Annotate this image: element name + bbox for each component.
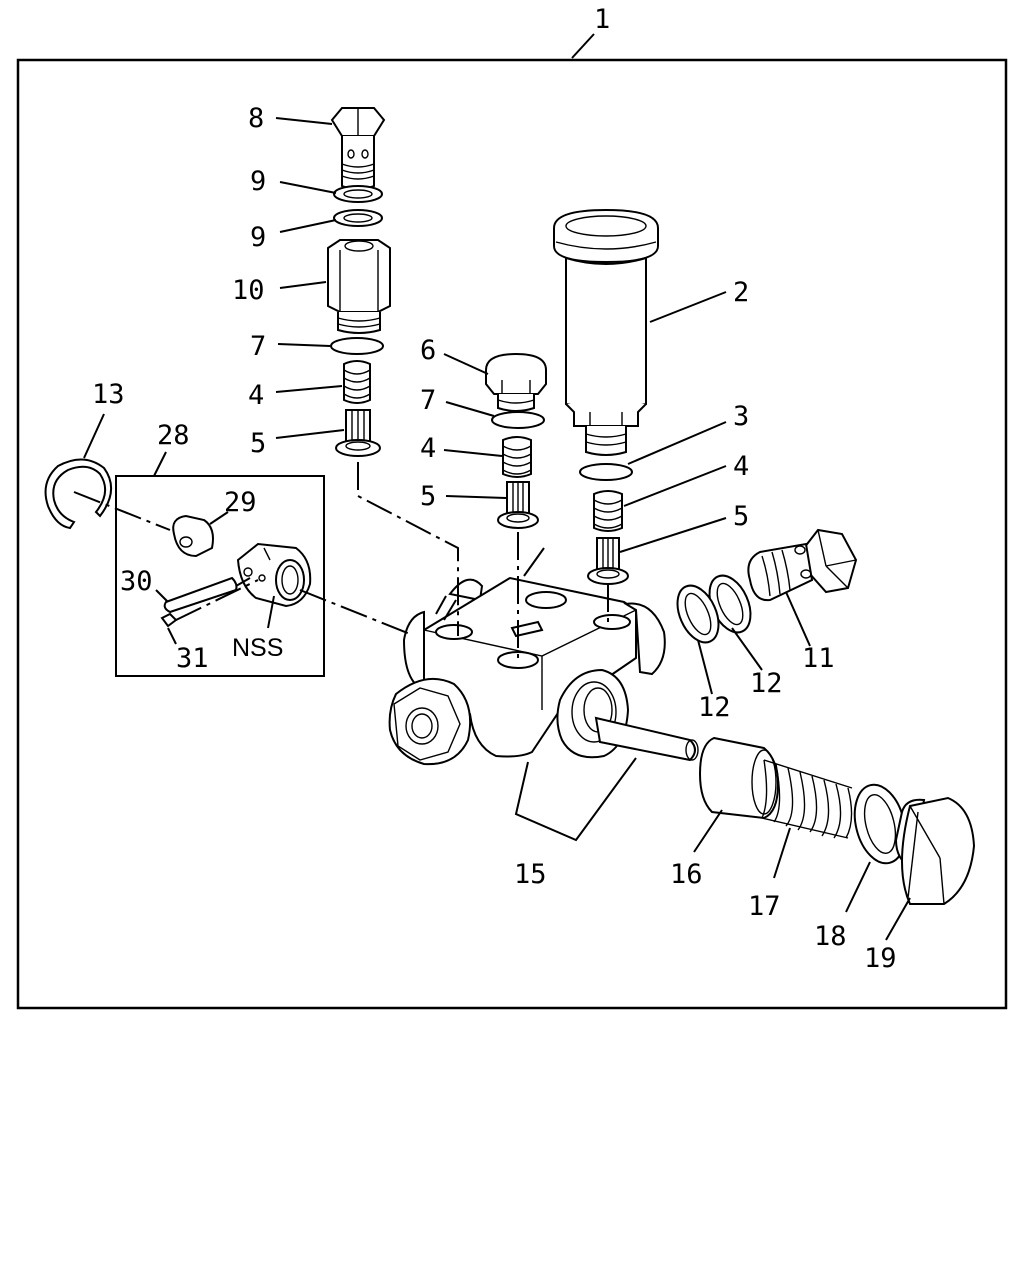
valve-5-left bbox=[335, 409, 381, 457]
label-13: 13 bbox=[92, 379, 125, 410]
label-8: 8 bbox=[248, 103, 264, 134]
push-rod bbox=[594, 716, 699, 762]
tappet-housing-nss bbox=[236, 542, 312, 608]
o-ring-7-left bbox=[330, 337, 384, 355]
label-5-center: 5 bbox=[420, 481, 436, 512]
spring-17 bbox=[761, 759, 853, 839]
label-12-outer: 12 bbox=[750, 668, 783, 699]
spring-4-center bbox=[502, 436, 532, 478]
o-ring-7-center bbox=[491, 411, 545, 429]
banjo-bolt-right bbox=[747, 528, 858, 602]
valve-5-right bbox=[587, 537, 629, 585]
label-4-right: 4 bbox=[733, 451, 749, 482]
label-28: 28 bbox=[157, 420, 190, 451]
gasket-3 bbox=[579, 463, 633, 481]
banjo-bolt bbox=[330, 107, 386, 190]
label-29: 29 bbox=[224, 487, 257, 518]
pin-31 bbox=[160, 612, 178, 628]
label-1: 1 bbox=[594, 4, 610, 35]
plug-6 bbox=[485, 352, 547, 412]
label-11: 11 bbox=[802, 643, 835, 674]
valve-5-center bbox=[497, 481, 539, 529]
label-30: 30 bbox=[120, 566, 153, 597]
priming-pump bbox=[553, 208, 659, 456]
spring-4-left bbox=[343, 360, 371, 404]
label-9-lower: 9 bbox=[250, 222, 266, 253]
label-2: 2 bbox=[733, 277, 749, 308]
hex-adapter bbox=[327, 239, 391, 334]
label-6: 6 bbox=[420, 335, 436, 366]
label-18: 18 bbox=[814, 921, 847, 952]
label-17: 17 bbox=[748, 891, 781, 922]
label-5-right: 5 bbox=[733, 501, 749, 532]
label-7-left: 7 bbox=[250, 331, 266, 362]
snap-ring bbox=[44, 458, 112, 530]
inset-frame bbox=[115, 475, 325, 677]
washer-12-inner bbox=[676, 584, 720, 644]
label-19: 19 bbox=[864, 943, 897, 974]
label-16: 16 bbox=[670, 859, 703, 890]
label-nss: NSS bbox=[232, 634, 283, 662]
roller-29 bbox=[172, 514, 214, 558]
washer-9-lower bbox=[333, 209, 383, 227]
label-12-inner: 12 bbox=[698, 692, 731, 723]
label-7-center: 7 bbox=[420, 385, 436, 416]
label-15: 15 bbox=[514, 859, 547, 890]
label-5-left: 5 bbox=[250, 428, 266, 459]
label-4-center: 4 bbox=[420, 433, 436, 464]
spring-4-right bbox=[593, 490, 623, 532]
label-31: 31 bbox=[176, 643, 209, 674]
assembly-frame bbox=[16, 58, 1008, 1010]
washer-9-upper bbox=[333, 185, 383, 203]
label-10: 10 bbox=[232, 275, 265, 306]
label-3: 3 bbox=[733, 401, 749, 432]
label-4-left: 4 bbox=[248, 380, 264, 411]
label-9-upper: 9 bbox=[250, 166, 266, 197]
plug-19 bbox=[894, 796, 976, 905]
